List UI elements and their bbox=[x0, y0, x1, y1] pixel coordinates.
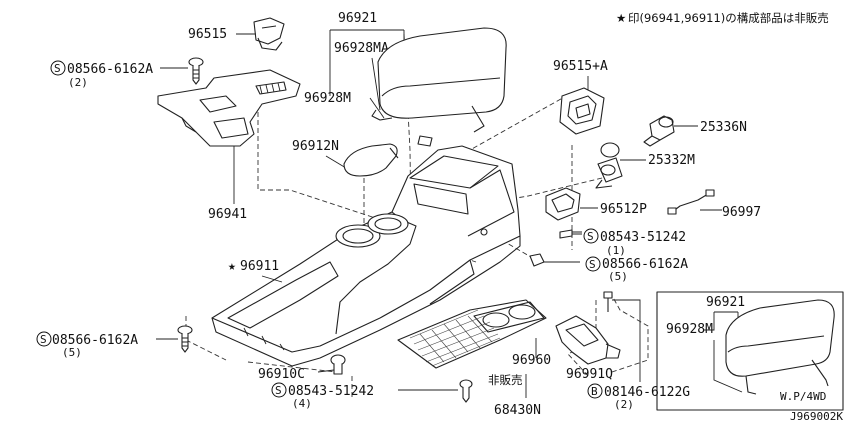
note-star: ★ bbox=[616, 11, 626, 25]
fastener-6-symbol: B bbox=[591, 385, 598, 398]
part-96910C-clip bbox=[330, 354, 346, 375]
star-96911: ★ bbox=[228, 259, 236, 274]
fastener-5-qty: (4) bbox=[292, 397, 312, 410]
part-96960-cupholder-mat bbox=[397, 299, 547, 369]
label-96515A: 96515+A bbox=[553, 59, 608, 74]
screw-2 bbox=[559, 229, 582, 239]
part-96515A-socket-holder bbox=[559, 87, 605, 135]
part-96991Q-bracket bbox=[555, 315, 621, 365]
label-96911: 96911 bbox=[240, 259, 279, 274]
note-not-sold: 印(96941,96911)の構成部品は非販売 bbox=[628, 11, 829, 25]
label-68430N: 68430N bbox=[494, 403, 541, 418]
label-not-sold: 非販売 bbox=[488, 373, 523, 387]
screw-1 bbox=[188, 57, 204, 85]
fastener-4-code: 08566-6162A bbox=[52, 333, 138, 348]
part-96911-console bbox=[211, 145, 521, 367]
part-96515-clip bbox=[253, 17, 285, 51]
bolt-6 bbox=[603, 291, 613, 312]
fastener-3-symbol: S bbox=[589, 258, 596, 271]
part-96941-shift-panel bbox=[157, 69, 301, 147]
label-96910C: 96910C bbox=[258, 367, 305, 382]
fastener-2-code: 08543-51242 bbox=[600, 230, 686, 245]
label-96991Q: 96991Q bbox=[566, 367, 613, 382]
fastener-5-code: 08543-51242 bbox=[288, 384, 374, 399]
fastener-6-code: 08146-6122G bbox=[604, 385, 690, 400]
part-96921-armrest-lid bbox=[371, 27, 507, 147]
label-96928MA: 96928MA bbox=[334, 41, 389, 56]
label-96912N: 96912N bbox=[292, 139, 339, 154]
inset-caption: W.P/4WD bbox=[780, 390, 826, 403]
fastener-1-qty: (2) bbox=[68, 76, 88, 89]
part-96512P-bracket bbox=[545, 187, 581, 221]
inset-frame bbox=[656, 291, 844, 411]
fastener-4-qty: (5) bbox=[62, 346, 82, 359]
part-96997-harness bbox=[667, 189, 715, 215]
diagram-code: J969002K bbox=[790, 410, 843, 423]
label-96921: 96921 bbox=[338, 11, 377, 26]
fastener-1-symbol: S bbox=[54, 62, 61, 75]
fastener-3-qty: (5) bbox=[608, 270, 628, 283]
screw-3 bbox=[529, 253, 545, 267]
part-25332M-socket bbox=[595, 142, 623, 189]
label-96997: 96997 bbox=[722, 205, 761, 220]
fastener-symbol-ring bbox=[50, 60, 66, 76]
fastener-1-code: 08566-6162A bbox=[67, 62, 153, 77]
label-inset-96928M: 96928M bbox=[666, 322, 713, 337]
fastener-5-symbol: S bbox=[275, 384, 282, 397]
fastener-4-symbol: S bbox=[40, 333, 47, 346]
label-96928M: 96928M bbox=[304, 91, 351, 106]
label-96515: 96515 bbox=[188, 27, 227, 42]
label-25336N: 25336N bbox=[700, 120, 747, 135]
fastener-6-qty: (2) bbox=[614, 398, 634, 411]
label-25332M: 25332M bbox=[648, 153, 695, 168]
label-96512P: 96512P bbox=[600, 202, 647, 217]
screw-4 bbox=[177, 325, 193, 353]
label-96960: 96960 bbox=[512, 353, 551, 368]
label-inset-96921: 96921 bbox=[706, 295, 745, 310]
fastener-2-symbol: S bbox=[587, 230, 594, 243]
screw-5 bbox=[459, 379, 473, 403]
label-96941: 96941 bbox=[208, 207, 247, 222]
part-25336N-lighter bbox=[643, 115, 675, 147]
inset-armrest bbox=[725, 299, 835, 395]
part-96912N-pad bbox=[343, 143, 399, 177]
fastener-2-qty: (1) bbox=[606, 244, 626, 257]
fastener-3-code: 08566-6162A bbox=[602, 257, 688, 272]
